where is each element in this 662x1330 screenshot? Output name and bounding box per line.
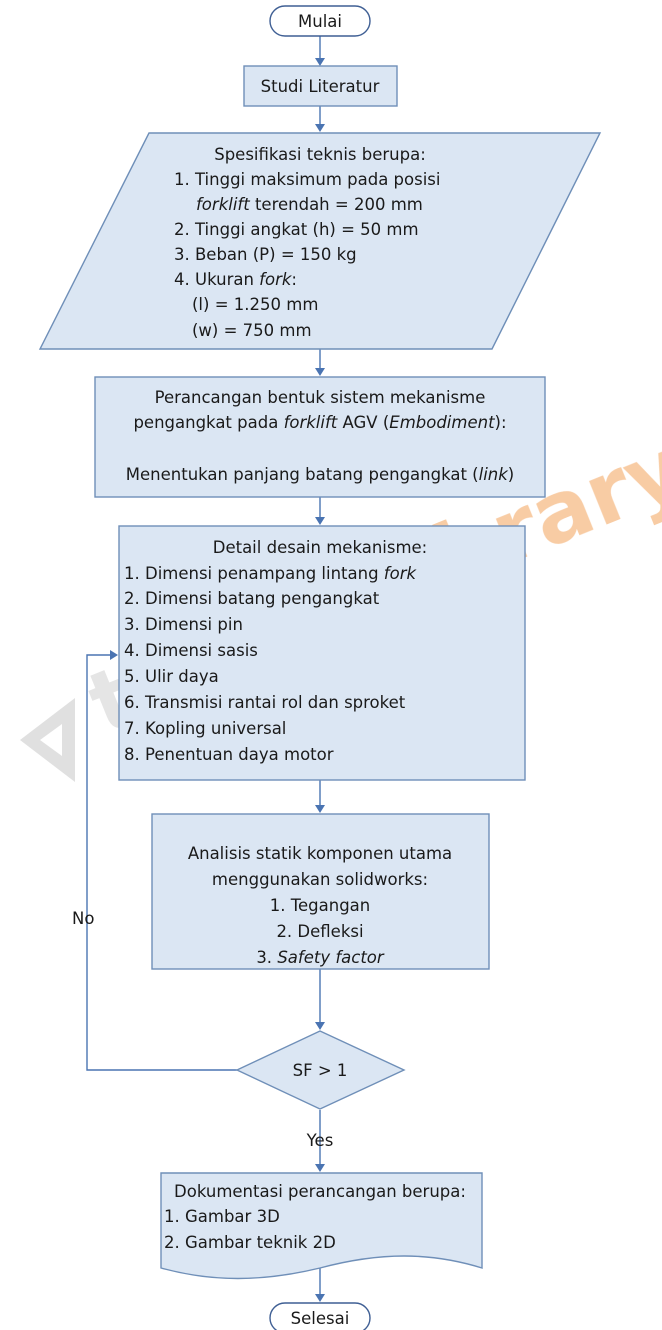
- end-label: Selesai: [291, 1309, 350, 1328]
- arrowhead-icon: [315, 1294, 325, 1302]
- specs-item-3: 3. Beban (P) = 150 kg: [174, 245, 357, 264]
- embodiment-link-term: link: [479, 465, 510, 484]
- documentation-item-2: 2. Gambar teknik 2D: [164, 1233, 336, 1252]
- analysis-line-3: 1. Tegangan: [270, 896, 371, 915]
- specs-item-1-cont: forklift terendah = 200 mm: [196, 195, 423, 214]
- edge-decision-no-loop: [86, 654, 237, 1071]
- specs-length: (l) = 1.250 mm: [192, 295, 318, 314]
- literature-node: Studi Literatur: [243, 65, 398, 107]
- decision-node: SF > 1: [235, 1030, 406, 1110]
- detail-item-8: 8. Penentuan daya motor: [124, 745, 334, 764]
- specs-item-1-value: terendah = 200 mm: [250, 195, 423, 214]
- arrowhead-icon: [315, 1022, 325, 1030]
- watermark-logo-icon: [20, 698, 75, 782]
- specs-item-4: 4. Ukuran fork:: [174, 270, 297, 289]
- specs-fork-term: fork: [259, 270, 293, 289]
- embodiment-line-3c: ): [508, 465, 514, 484]
- detail-item-6: 6. Transmisi rantai rol dan sproket: [124, 693, 406, 712]
- arrowhead-icon: [110, 650, 118, 660]
- arrowhead-icon: [315, 1164, 325, 1172]
- arrowhead-icon: [315, 124, 325, 132]
- analysis-line-1: Analisis statik komponen utama: [188, 844, 452, 863]
- start-node: Mulai: [269, 5, 371, 37]
- specs-forklift-term: forklift: [196, 195, 250, 214]
- yes-label: Yes: [306, 1131, 334, 1150]
- embodiment-line-1: Perancangan bentuk sistem mekanisme: [155, 388, 486, 407]
- arrowhead-icon: [315, 805, 325, 813]
- arrowhead-icon: [315, 58, 325, 66]
- documentation-title: Dokumentasi perancangan berupa:: [174, 1182, 466, 1201]
- embodiment-line-2e: ):: [495, 413, 507, 432]
- start-label: Mulai: [298, 12, 342, 31]
- embodiment-forklift-term: forklift: [284, 413, 338, 432]
- embodiment-line-2c: AGV (: [337, 413, 389, 432]
- specs-title: Spesifikasi teknis berupa:: [214, 145, 426, 164]
- specs-item-4-lead: 4. Ukuran: [174, 270, 259, 289]
- embodiment-term: Embodiment: [389, 413, 495, 432]
- detail-item-2: 2. Dimensi batang pengangkat: [124, 589, 380, 608]
- analysis-node: Analisis statik komponen utama menggunak…: [151, 813, 490, 970]
- documentation-node: Dokumentasi perancangan berupa: 1. Gamba…: [160, 1172, 483, 1280]
- connectors: [86, 34, 325, 1302]
- embodiment-line-3: Menentukan panjang batang pengangkat (li…: [126, 465, 514, 484]
- no-label: No: [72, 909, 94, 928]
- analysis-line-5a: 3.: [256, 948, 277, 967]
- detail-item-4: 4. Dimensi sasis: [124, 641, 258, 660]
- analysis-line-4: 2. Defleksi: [276, 922, 363, 941]
- detail-item-5: 5. Ulir daya: [124, 667, 219, 686]
- detail-item-1-lead: 1. Dimensi penampang lintang: [124, 564, 384, 583]
- decision-label: SF > 1: [293, 1061, 348, 1080]
- analysis-safety-term: Safety factor: [277, 948, 385, 967]
- detail-item-3: 3. Dimensi pin: [124, 615, 243, 634]
- end-node: Selesai: [269, 1302, 371, 1330]
- arrowhead-icon: [315, 517, 325, 525]
- detail-node: Detail desain mekanisme: 1. Dimensi pena…: [118, 525, 526, 781]
- specs-node: Spesifikasi teknis berupa: 1. Tinggi mak…: [38, 132, 602, 350]
- embodiment-line-2: pengangkat pada forklift AGV (Embodiment…: [133, 413, 506, 432]
- detail-item-1: 1. Dimensi penampang lintang fork: [124, 564, 417, 583]
- embodiment-line-2a: pengangkat pada: [133, 413, 283, 432]
- specs-width: (w) = 750 mm: [192, 321, 312, 340]
- analysis-line-5: 3. Safety factor: [256, 948, 385, 967]
- literature-label: Studi Literatur: [261, 77, 380, 96]
- detail-fork-term: fork: [384, 564, 418, 583]
- detail-title: Detail desain mekanisme:: [213, 538, 428, 557]
- embodiment-node: Perancangan bentuk sistem mekanisme peng…: [94, 376, 546, 498]
- arrowhead-icon: [315, 368, 325, 376]
- specs-item-2: 2. Tinggi angkat (h) = 50 mm: [174, 220, 419, 239]
- analysis-line-2: menggunakan solidworks:: [212, 870, 428, 889]
- documentation-item-1: 1. Gambar 3D: [164, 1207, 280, 1226]
- specs-item-4-colon: :: [291, 270, 297, 289]
- detail-item-7: 7. Kopling universal: [124, 719, 286, 738]
- embodiment-line-3a: Menentukan panjang batang pengangkat (: [126, 465, 479, 484]
- specs-item-1: 1. Tinggi maksimum pada posisi: [174, 170, 441, 189]
